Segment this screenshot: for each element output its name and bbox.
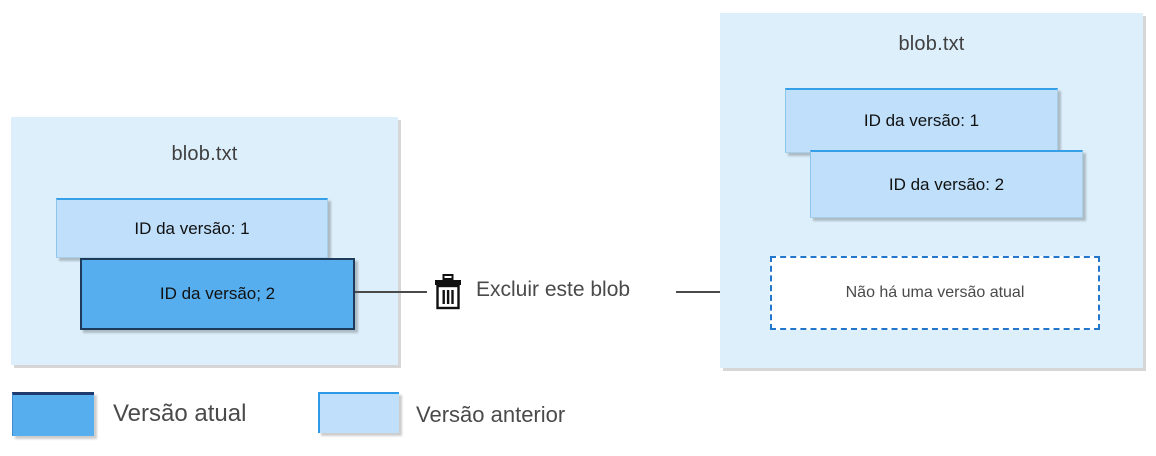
blob-container-before: blob.txt ID da versão: 1 ID da versão; 2 [11, 117, 398, 365]
connector-line-right [676, 291, 762, 293]
version-box-current-2-before: ID da versão; 2 [80, 258, 355, 330]
trash-icon [433, 274, 463, 310]
legend-swatch-previous-version [318, 392, 399, 433]
version-box-previous-1-after: ID da versão: 1 [785, 88, 1058, 153]
blob-container-after: blob.txt ID da versão: 1 ID da versão: 2… [720, 13, 1143, 368]
connector-line-left [355, 291, 427, 293]
version-box-previous-1-before: ID da versão: 1 [56, 198, 328, 258]
legend-label-current-version: Versão atual [113, 400, 247, 427]
no-current-version-box: Não há uma versão atual [770, 256, 1100, 330]
blob-name-label-after: blob.txt [898, 33, 965, 55]
delete-blob-label: Excluir este blob [476, 278, 631, 301]
legend-label-previous-version: Versão anterior [416, 402, 566, 427]
legend-swatch-current-version [12, 392, 94, 436]
blob-name-label-before: blob.txt [171, 143, 238, 165]
version-box-previous-2-after: ID da versão: 2 [810, 150, 1083, 218]
